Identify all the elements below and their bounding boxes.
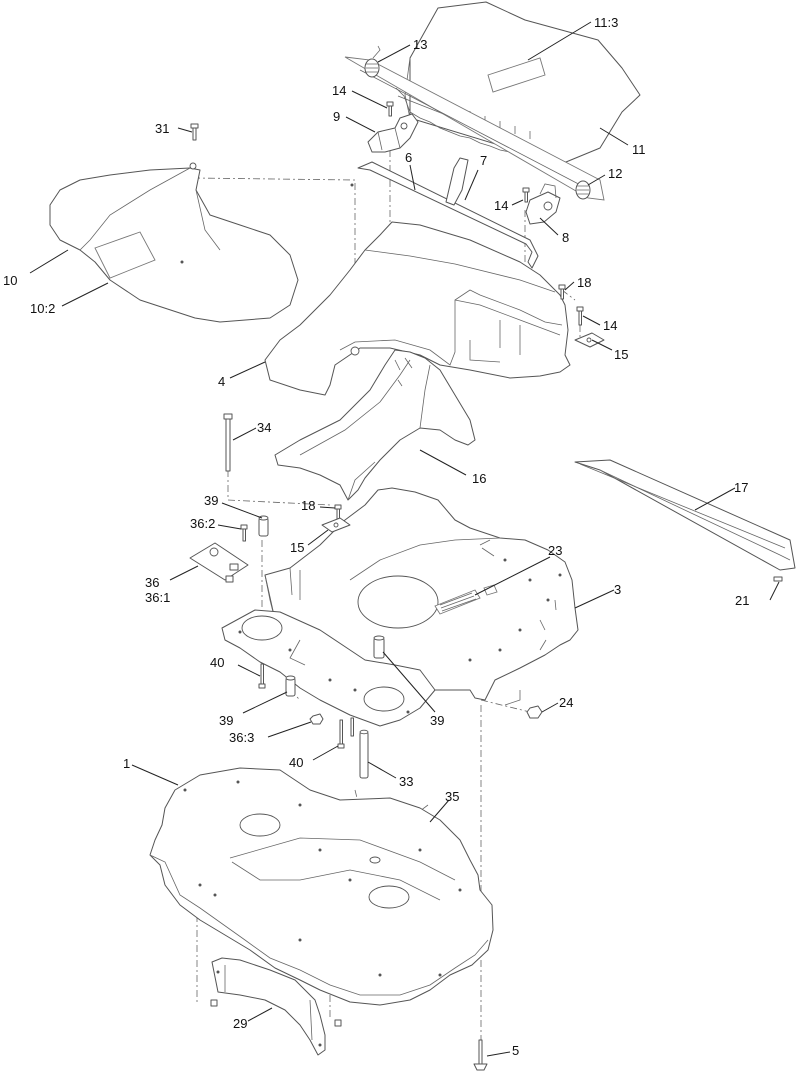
callout-1: 1 (123, 756, 130, 771)
latch-rod (357, 157, 539, 269)
callout-39-left: 39 (219, 713, 233, 728)
bolt-14-right (576, 306, 584, 326)
bolt-31 (190, 123, 199, 141)
mounting-plate (221, 609, 436, 727)
callout-labels: 11:3 13 14 9 31 6 7 11 12 14 8 10 10:2 1… (3, 15, 749, 1058)
bolt-18-top (558, 284, 566, 300)
upper-shroud (264, 183, 571, 396)
callout-36-1: 36:1 (145, 590, 170, 605)
spacer-39-top (258, 515, 269, 537)
callout-11-3: 11:3 (594, 15, 618, 30)
callout-40-left: 40 (210, 655, 224, 670)
callout-39-top: 39 (204, 493, 218, 508)
callout-36-3: 36:3 (229, 730, 254, 745)
callout-6: 6 (405, 150, 412, 165)
seat (49, 162, 299, 323)
bolt-14-top (386, 101, 394, 117)
callout-8: 8 (562, 230, 569, 245)
plate-36 (189, 542, 249, 583)
callout-15-low: 15 (290, 540, 304, 555)
clip-15-top (574, 332, 605, 348)
callout-12: 12 (608, 166, 622, 181)
callout-34: 34 (257, 420, 271, 435)
mower-deck (149, 767, 494, 1006)
spacer-39-right (373, 635, 385, 659)
callout-5: 5 (512, 1043, 519, 1058)
screw-21 (773, 576, 783, 582)
callout-10-2: 10:2 (30, 301, 55, 316)
callout-21: 21 (735, 593, 749, 608)
callout-33: 33 (399, 774, 413, 789)
callout-23: 23 (548, 543, 562, 558)
leader-lines (29, 21, 780, 1057)
bolt-18-low (334, 504, 342, 520)
callout-35: 35 (445, 789, 459, 804)
callout-11: 11 (632, 142, 646, 157)
callout-40-mid: 40 (289, 755, 303, 770)
spacer-39-left (285, 675, 296, 697)
callout-14-mid: 14 (494, 198, 508, 213)
callout-4: 4 (218, 374, 225, 389)
callout-10: 10 (3, 273, 17, 288)
hinge-bar (344, 56, 605, 201)
bolt-34 (223, 413, 233, 472)
callout-18-top: 18 (577, 275, 591, 290)
callout-17: 17 (734, 480, 748, 495)
bolt-40-mid (337, 717, 354, 749)
bracket-left (367, 113, 419, 153)
callout-14-top: 14 (332, 83, 346, 98)
bolt-36-2 (240, 524, 248, 542)
nut-36-3 (309, 713, 324, 725)
bolt-14-mid (522, 187, 530, 203)
callout-31: 31 (155, 121, 169, 136)
angle-strip (574, 459, 796, 571)
callout-16: 16 (472, 471, 486, 486)
nut-24 (526, 705, 543, 719)
bolt-40-left (258, 663, 266, 689)
callout-15-top: 15 (614, 347, 628, 362)
spring-right (575, 180, 591, 200)
callout-7: 7 (480, 153, 487, 168)
callout-24: 24 (559, 695, 573, 710)
lower-guard (210, 957, 342, 1056)
callout-29: 29 (233, 1016, 247, 1031)
callout-39-right: 39 (430, 713, 444, 728)
spring-left (364, 45, 381, 78)
tube-33 (359, 729, 369, 779)
callout-14-right: 14 (603, 318, 617, 333)
callout-3: 3 (614, 582, 621, 597)
clip-15-low (321, 517, 351, 533)
callout-18-low: 18 (301, 498, 315, 513)
callout-13: 13 (413, 37, 427, 52)
callout-9: 9 (333, 109, 340, 124)
callout-36: 36 (145, 575, 159, 590)
callout-36-2: 36:2 (190, 516, 215, 531)
decal-label (434, 584, 498, 615)
seat-support (274, 349, 476, 501)
bracket-right (525, 183, 561, 225)
bolt-5 (473, 1039, 488, 1071)
